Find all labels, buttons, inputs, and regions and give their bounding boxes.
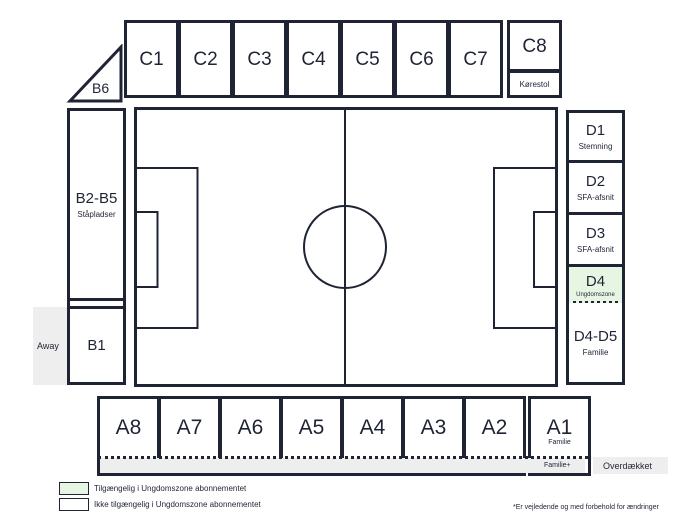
section-b2-b5-label: B2-B5 [75,189,118,207]
away-area [33,307,68,385]
section-d4-d5-sub: Familie [582,347,609,357]
section-c8[interactable]: C8 [507,20,562,71]
section-a3-label: A3 [420,416,447,439]
section-c8-sub: Kørestol [519,79,550,89]
section-c3[interactable]: C3 [232,20,287,98]
footnote: *Er vejledende og med forbehold for ændr… [513,504,659,511]
pitch [134,107,558,387]
familie-plus-label: Familie+ [544,462,571,469]
section-b2-b5-sub: Ståpladser [77,209,116,219]
section-d2-sub: SFA-afsnit [577,192,614,202]
section-d2-label: D2 [585,172,606,190]
section-b6-label: B6 [92,80,110,96]
legend-not-available-swatch [59,498,89,511]
section-a8-label: A8 [115,416,142,439]
section-c1-label: C1 [139,48,164,70]
section-c4[interactable]: C4 [286,20,341,98]
section-c7-label: C7 [463,48,488,70]
section-c8-label: C8 [522,35,547,57]
legend-available-label: Tilgængelig i Ungdomszone abonnementet [94,484,247,493]
section-b2-b5[interactable]: B2-B5 Ståpladser [67,108,126,301]
section-d4-d5-label: D4-D5 [573,327,618,345]
section-d4[interactable]: D4 Ungdomszone [566,264,625,304]
section-d4-d5[interactable]: D4-D5 Familie [566,303,625,385]
section-c6[interactable]: C6 [394,20,449,98]
section-d4-sub: Ungdomszone [576,291,615,298]
section-d3-label: D3 [585,224,606,242]
a-stand-lower-strip [100,458,585,473]
away-label: Away [37,341,59,351]
section-d4-label: D4 [585,272,606,290]
section-d3-sub: SFA-afsnit [577,244,614,254]
section-c7[interactable]: C7 [448,20,503,98]
section-a6-label: A6 [237,416,264,439]
section-a7-label: A7 [176,416,203,439]
section-c2-label: C2 [193,48,218,70]
a-stand-divider-line [98,456,588,459]
section-c5[interactable]: C5 [340,20,395,98]
section-c4-label: C4 [301,48,326,70]
section-c5-label: C5 [355,48,380,70]
section-d3[interactable]: D3 SFA-afsnit [566,212,625,267]
section-a1-label: A1 [546,416,573,439]
section-c6-label: C6 [409,48,434,70]
section-c3-label: C3 [247,48,272,70]
section-c2[interactable]: C2 [178,20,233,98]
section-d2[interactable]: D2 SFA-afsnit [566,160,625,215]
overdaekket-area [593,457,668,474]
section-b1-label: B1 [87,337,106,354]
section-d1-label: D1 [585,121,606,139]
d4-divider-line [566,301,625,304]
section-d1[interactable]: D1 Stemning [566,110,625,163]
section-a4-label: A4 [359,416,386,439]
section-b6[interactable] [66,44,126,104]
section-c8-wheelchair[interactable]: Kørestol [507,70,562,98]
section-a2-label: A2 [481,416,508,439]
section-a1-sub: Familie [548,439,571,446]
legend-available-swatch [59,482,89,495]
legend-not-available-label: Ikke tilgængelig i Ungdomszone abonnemen… [94,500,261,509]
section-d1-sub: Stemning [578,141,613,151]
overdaekket-label: Overdækket [603,461,653,471]
section-c1[interactable]: C1 [124,20,179,98]
section-b1[interactable]: B1 [67,306,126,385]
section-a5-label: A5 [298,416,325,439]
